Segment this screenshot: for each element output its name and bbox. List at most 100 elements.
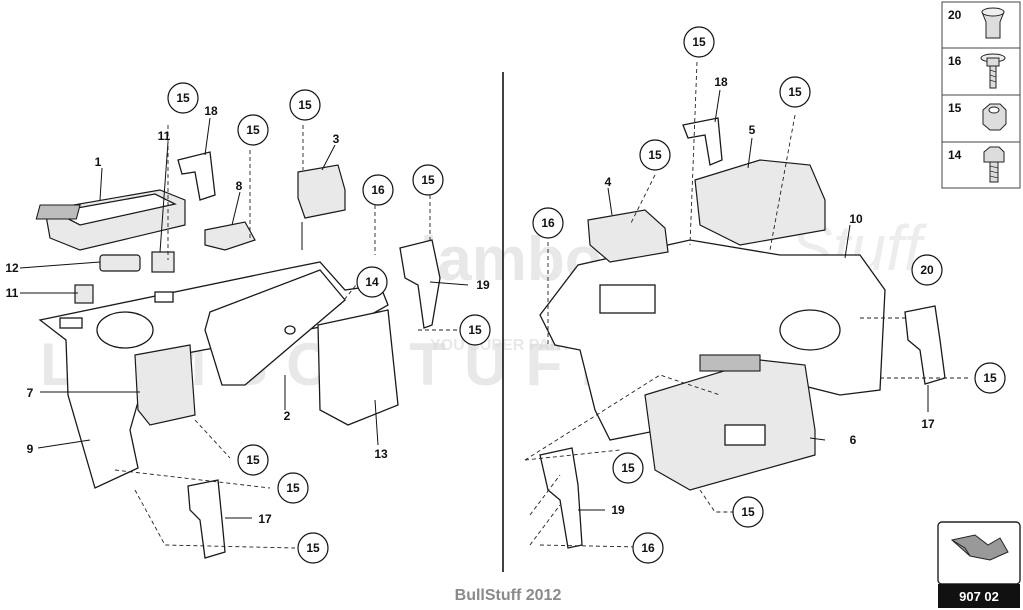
bracket-17-right [904,305,946,385]
svg-text:15: 15 [948,101,962,115]
cover-2 [204,269,346,386]
flange-bolt-icon [980,53,1006,89]
svg-text:15: 15 [621,461,635,475]
sensor-8 [204,221,256,251]
label-3[interactable]: 3 [333,132,340,146]
svg-text:15: 15 [246,123,260,137]
fastener-legend: 20 16 15 14 [941,1,1021,189]
footer-credit: BullStuff 2012 [455,587,562,604]
svg-text:15: 15 [176,91,190,105]
page-code-badge: 907 02 [937,521,1021,608]
callout-15[interactable]: 15 [974,362,1006,394]
unit-3 [297,164,346,219]
svg-text:16: 16 [541,216,555,230]
svg-text:15: 15 [298,98,312,112]
callout-15[interactable]: 15 [683,26,715,58]
right-assembly [524,61,970,549]
label-10[interactable]: 10 [849,212,863,226]
label-5[interactable]: 5 [749,123,756,137]
legend-row[interactable]: 16 [948,53,1006,89]
label-17-right[interactable]: 17 [921,417,935,431]
clip-11-lower [74,284,94,304]
connector-12 [99,254,141,272]
label-6[interactable]: 6 [850,433,857,447]
label-18-right[interactable]: 18 [714,75,728,89]
svg-text:15: 15 [692,35,706,49]
arrow-icon [950,534,1009,561]
legend-row[interactable]: 15 [948,101,1007,131]
svg-text:14: 14 [948,148,962,162]
svg-text:16: 16 [948,54,962,68]
bracket-18-right [682,117,723,166]
svg-text:15: 15 [306,541,320,555]
callout-15[interactable]: 15 [297,532,329,564]
callout-15[interactable]: 15 [237,114,269,146]
label-19-left[interactable]: 19 [476,278,490,292]
plate-slot [154,291,174,303]
callout-15[interactable]: 15 [732,496,764,528]
module-4 [587,209,669,263]
svg-text:14: 14 [365,275,379,289]
callout-15[interactable]: 15 [779,76,811,108]
label-7[interactable]: 7 [27,386,34,400]
label-17-left[interactable]: 17 [258,512,272,526]
label-13[interactable]: 13 [374,447,388,461]
callout-15[interactable]: 15 [639,139,671,171]
callout-20[interactable]: 20 [911,254,943,286]
svg-text:20: 20 [948,8,962,22]
callout-15[interactable]: 15 [167,82,199,114]
cover-13 [317,309,399,426]
svg-text:15: 15 [286,481,300,495]
label-8[interactable]: 8 [236,179,243,193]
callouts: 15 15 15 16 15 14 15 15 15 15 15 15 15 1… [167,26,1006,564]
clip-11-upper [151,251,175,273]
label-12[interactable]: 12 [5,261,19,275]
svg-text:15: 15 [788,85,802,99]
plate-hole [96,311,154,349]
legend-row[interactable]: 20 [948,7,1005,39]
module-5 [694,159,826,246]
svg-text:15: 15 [741,505,755,519]
left-assembly [19,117,469,559]
callout-15[interactable]: 15 [277,472,309,504]
bracket-19-right [539,447,583,549]
sleeve-nut-icon [981,7,1005,39]
label-9[interactable]: 9 [27,442,34,456]
svg-text:15: 15 [468,323,482,337]
callout-16[interactable]: 16 [362,174,394,206]
label-2[interactable]: 2 [284,409,291,423]
label-18-left[interactable]: 18 [204,104,218,118]
plate-slot [59,317,83,329]
label-19-right[interactable]: 19 [611,503,625,517]
label-4[interactable]: 4 [605,175,612,189]
bracket-19-left [399,239,441,329]
label-1[interactable]: 1 [95,155,102,169]
label-11-lower[interactable]: 11 [6,286,19,300]
svg-text:15: 15 [421,173,435,187]
svg-text:16: 16 [641,541,655,555]
callout-15[interactable]: 15 [412,164,444,196]
hex-nut-icon [982,103,1007,131]
bracket-17-left [187,479,226,559]
callout-14[interactable]: 14 [356,266,388,298]
legend-row[interactable]: 14 [948,146,1005,183]
svg-text:15: 15 [648,148,662,162]
bracket-18 [177,151,216,201]
module-7 [134,344,196,426]
svg-text:15: 15 [246,453,260,467]
svg-text:20: 20 [920,263,934,277]
callout-15[interactable]: 15 [612,452,644,484]
hex-bolt-icon [983,146,1005,183]
svg-text:15: 15 [983,371,997,385]
control-module-1 [35,189,186,251]
page-code: 907 02 [959,589,999,604]
svg-text:16: 16 [371,183,385,197]
callout-15[interactable]: 15 [459,314,491,346]
callout-15[interactable]: 15 [237,444,269,476]
part-labels: 1 2 3 4 5 6 7 8 9 10 11 11 12 13 17 17 1… [5,75,935,526]
label-11-upper[interactable]: 11 [158,129,171,143]
callout-15[interactable]: 15 [289,89,321,121]
callout-16[interactable]: 16 [532,207,564,239]
callout-16[interactable]: 16 [632,532,664,564]
